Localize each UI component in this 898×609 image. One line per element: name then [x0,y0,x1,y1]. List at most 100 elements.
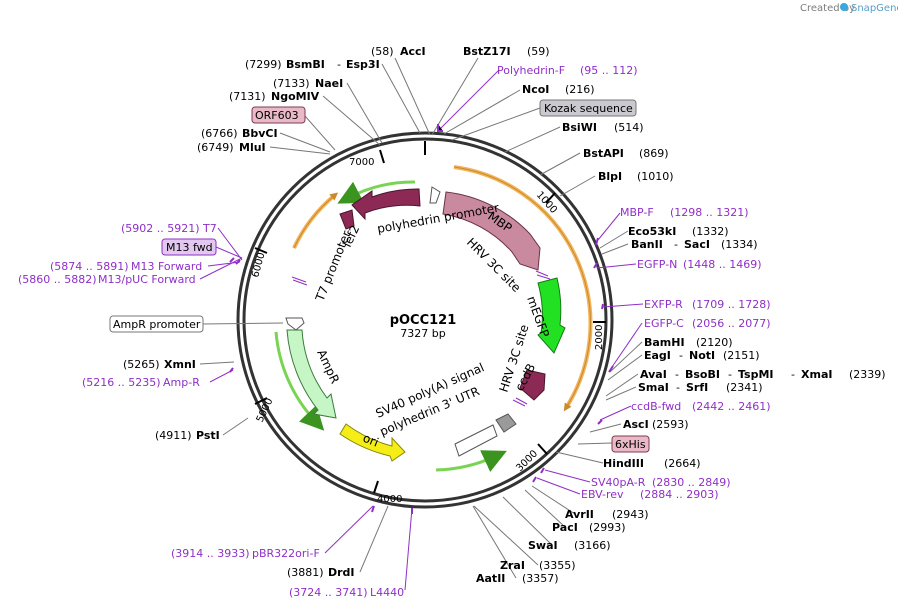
aatII-pos: (3357) [522,572,559,585]
smaI-label[interactable]: SmaI [638,381,669,394]
polyhedrin-f-pos: (95 .. 112) [580,64,638,77]
orf603-box[interactable] [251,106,306,124]
avrII-label[interactable]: AvrII [565,508,594,521]
sixhis-label: 6xHis [615,438,646,451]
bsiwi-label[interactable]: BsiWI [562,121,597,134]
green-arc-left [274,331,325,431]
tick-6000-mark [254,247,268,254]
ascI-label[interactable]: AscI [623,418,649,431]
accI-label[interactable]: AccI [400,45,426,58]
lef2-feature[interactable] [339,209,355,230]
egfp-c-label[interactable]: EGFP-C [644,317,684,330]
kozak-box[interactable] [539,99,637,117]
l4440-label[interactable]: L4440 [370,586,404,599]
pbr322-pos: (3914 .. 3933) [171,547,250,560]
sv40pa-r-pos: (2830 .. 2849) [652,476,731,489]
ccdb-fwd-pos: (2442 .. 2461) [692,400,771,413]
tspmi-label[interactable]: TspMI [738,368,774,381]
polyhedrin-promoter-head [429,186,441,204]
tick-3000-mark [537,443,548,455]
ccdb-fwd-label[interactable]: ccdB-fwd [631,400,681,413]
ngoMIV-label[interactable]: NgoMIV [271,90,320,103]
ampr-promoter-label: AmpR promoter [113,318,201,331]
polyhedrin-f-label[interactable]: Polyhedrin-F [497,64,565,77]
tick-2000: 2000 [594,325,605,350]
zraI-label[interactable]: ZraI [500,559,525,572]
pstI-label[interactable]: PstI [196,429,220,442]
orf603-label: ORF603 [255,109,299,122]
tick-7000: 7000 [349,157,374,168]
bstz17i-label[interactable]: BstZ17I [463,45,511,58]
bamhi-pos: (2120) [696,336,733,349]
sixhis-box[interactable] [611,435,650,453]
m13-forward-label[interactable]: M13 Forward [131,260,202,273]
hindIII-label[interactable]: HindIII [603,457,644,470]
esp3I-label[interactable]: Esp3I [346,58,380,71]
accI-pos: (58) [371,45,394,58]
ori-feature[interactable] [339,423,406,462]
xmaI-label[interactable]: XmaI [801,368,832,381]
eagI-label[interactable]: EagI [644,349,671,362]
hindIII-pos: (2664) [664,457,701,470]
primer-marks [229,124,614,514]
sacI-label[interactable]: SacI [684,238,710,251]
naeI-label[interactable]: NaeI [315,77,343,90]
green-arc-top [337,180,416,204]
swaI-label[interactable]: SwaI [528,539,558,552]
egfp-n-label[interactable]: EGFP-N [637,258,677,271]
sv40pa-r-label[interactable]: SV40pA-R [591,476,646,489]
pbr322-label[interactable]: pBR322ori-F [252,547,320,560]
ncoI-label[interactable]: NcoI [522,83,549,96]
mbp-feature[interactable] [442,191,541,271]
bbvCI-label[interactable]: BbvCI [242,127,278,140]
avaI-sep1: - [675,368,679,381]
blpi-label[interactable]: BlpI [598,170,622,183]
avaI-sep3: - [791,368,795,381]
banII-label[interactable]: BanII [631,238,663,251]
t7-label[interactable]: T7 [202,222,217,235]
smaI-pos: (2341) [726,381,763,394]
t7-pos: (5902 .. 5921) [121,222,200,235]
leader-lines [199,57,644,591]
xmnI-label[interactable]: XmnI [164,358,196,371]
eagI-sep: - [679,349,683,362]
bsmBI-label[interactable]: BsmBI [286,58,325,71]
bstapi-label[interactable]: BstAPI [583,147,624,160]
mbp-f-label[interactable]: MBP-F [620,206,654,219]
hrv-site-marks-bottom [512,397,528,407]
srfI-label[interactable]: SrfI [686,381,708,394]
m13fwd-box[interactable] [161,238,217,256]
egfp-c-pos: (2056 .. 2077) [692,317,771,330]
l4440-pos: (3724 .. 3741) [289,586,368,599]
drdI-label[interactable]: DrdI [328,566,355,579]
m13fwd-label: M13 fwd [166,241,213,254]
mluI-label[interactable]: MluI [239,141,266,154]
pacI-label[interactable]: PacI [552,521,578,534]
ccdb-feature[interactable] [519,369,546,401]
megfp-feature[interactable] [537,277,566,354]
aatII-label[interactable]: AatII [476,572,505,585]
amp-r-label[interactable]: Amp-R [163,376,200,389]
avaI-label[interactable]: AvaI [640,368,667,381]
m13-puc-label[interactable]: M13/pUC Forward [98,273,196,286]
t7-site-marks [291,276,308,286]
amp-r-pos: (5216 .. 5235) [82,376,161,389]
ori-label: ori [361,431,381,450]
ampr-promoter-box[interactable] [109,315,204,333]
bsobi-label[interactable]: BsoBI [685,368,720,381]
polyhedrin-promoter-feature[interactable] [351,188,421,221]
notI-label[interactable]: NotI [689,349,715,362]
ebv-rev-label[interactable]: EBV-rev [581,488,624,501]
m13-forward-pos: (5874 .. 5891) [50,260,129,273]
bsmBI-pos: (7299) [245,58,282,71]
ampr-promoter-feature[interactable] [285,317,305,331]
exfp-r-label[interactable]: EXFP-R [644,298,683,311]
credit-text: Created by [800,3,855,14]
ampr-feature[interactable] [286,329,337,419]
polh-utr-feature[interactable] [495,413,517,433]
bamhi-label[interactable]: BamHI [644,336,685,349]
egfp-n-pos: (1448 .. 1469) [683,258,762,271]
sv40-polya-feature[interactable] [454,424,498,457]
eco53ki-label[interactable]: Eco53kI [628,225,676,238]
kozak-label: Kozak sequence [544,102,633,115]
